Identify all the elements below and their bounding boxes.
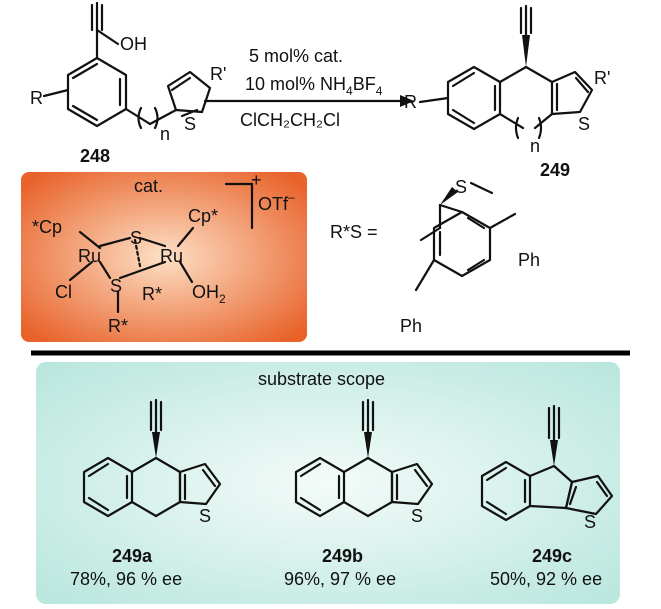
scope-item-249a-sulfur: S	[199, 506, 211, 526]
catalyst-structure	[68, 182, 254, 314]
scope-item-249a-label: 249a	[112, 546, 153, 566]
substrate-248-structure	[42, 1, 212, 130]
sulfur-right: S	[578, 114, 590, 134]
conditions-line3: ClCH₂CH₂Cl	[240, 110, 340, 130]
conditions-line2: 10 mol% NH4BF4	[245, 74, 383, 98]
substituent-Rprime-right: R'	[594, 68, 610, 88]
scope-item-249b-result: 96%, 97 % ee	[284, 569, 396, 589]
rs-ligand-structure	[414, 181, 517, 292]
substrate-label: 248	[80, 146, 110, 166]
index-n-left: n	[160, 124, 170, 144]
substituent-Rprime-left: R'	[210, 64, 226, 84]
substituent-R-right: R	[404, 92, 417, 112]
product-249-structure	[418, 4, 594, 140]
index-n-right: n	[530, 136, 540, 156]
cp-right-label: Cp*	[188, 206, 218, 226]
scope-item-249a-result: 78%, 96 % ee	[70, 569, 182, 589]
phenyl-upper: Ph	[518, 250, 540, 270]
scope-item-249b-label: 249b	[322, 546, 363, 566]
catalyst-title: cat.	[134, 176, 163, 196]
aqua-ligand: OH2	[192, 282, 226, 306]
catalyst-box	[21, 172, 307, 342]
reaction-arrow	[203, 95, 414, 107]
scope-item-249a-structure	[82, 398, 222, 518]
rs-sulfur: S	[455, 177, 467, 197]
rstar-upper: R*	[142, 284, 162, 304]
scope-title: substrate scope	[258, 369, 385, 389]
scope-item-249c-structure	[480, 404, 614, 522]
conditions-line1: 5 mol% cat.	[249, 46, 343, 66]
rstar-lower: R*	[108, 316, 128, 336]
substituent-R-left: R	[30, 88, 43, 108]
catalyst-counterion: OTf–	[258, 190, 295, 214]
scope-item-249b-sulfur: S	[411, 506, 423, 526]
ru-right-label: Ru	[160, 246, 183, 266]
sulfur-left: S	[184, 114, 196, 134]
product-label: 249	[540, 160, 570, 180]
cp-left-label: *Cp	[32, 217, 62, 237]
scope-item-249c-result: 50%, 92 % ee	[490, 569, 602, 589]
substrate-scope-box	[36, 362, 620, 604]
phenyl-lower: Ph	[400, 316, 422, 336]
scope-item-249c-label: 249c	[532, 546, 572, 566]
ru-left-label: Ru	[78, 246, 101, 266]
bridging-s-top: S	[130, 228, 142, 248]
chloride-label: Cl	[55, 282, 72, 302]
hydroxyl-label: OH	[120, 34, 147, 54]
bridging-s-bottom: S	[110, 276, 122, 296]
rs-definition-label: R*S =	[330, 222, 378, 242]
scope-item-249c-sulfur: S	[584, 512, 596, 532]
scope-item-249b-structure	[294, 398, 434, 518]
catalyst-charge: +	[251, 170, 262, 190]
